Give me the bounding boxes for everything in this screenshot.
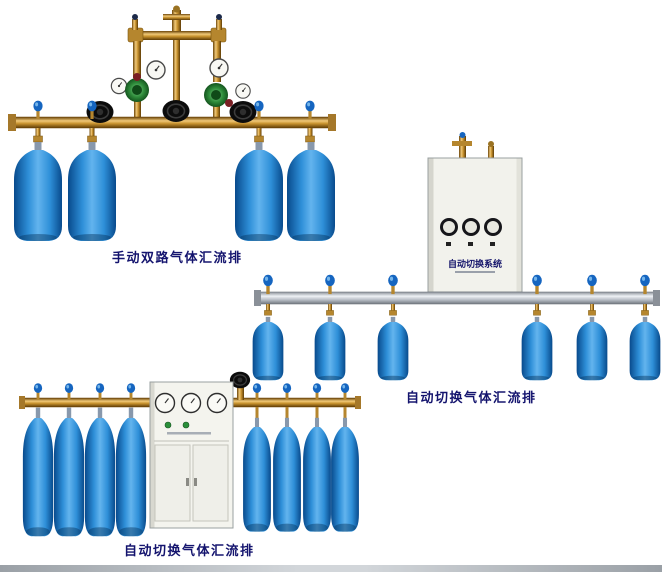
gas-cylinder [243, 417, 271, 532]
right-cylinder-bank [243, 383, 359, 532]
cylinder-valve-icon [312, 383, 322, 400]
gas-cylinder [84, 407, 116, 537]
gas-cylinder [521, 316, 553, 381]
auto-switch-manifold-illustration: 自动切换系统 [252, 132, 661, 381]
pressure-gauge-icon [146, 60, 166, 80]
cylinder-coupling [389, 303, 397, 316]
caption-auto-switch-right: 自动切换气体汇流排 [406, 391, 537, 406]
figure-manual-dual-manifold [0, 0, 345, 265]
gas-cylinder [53, 407, 85, 537]
floor-control-cabinet [149, 381, 234, 529]
pressure-regulator-left [110, 60, 166, 118]
cylinder-valve-icon [254, 100, 264, 119]
indicator-light [164, 421, 172, 429]
caption-auto-switch-bottom: 自动切换气体汇流排 [124, 544, 255, 559]
cylinder-valve-icon [532, 274, 542, 295]
riser-pipe [237, 382, 244, 400]
indicator-light [182, 421, 190, 429]
auto-switch-floor-illustration [19, 371, 361, 537]
gas-cylinder [14, 142, 62, 241]
manifold-busbar-pipe [254, 290, 660, 306]
cylinder-valve-icon [64, 383, 74, 400]
pressure-gauge-icon [209, 58, 229, 78]
door-handle [194, 478, 197, 486]
door-handle [186, 478, 189, 486]
figure-auto-switch-manifold: 自动切换系统 [250, 130, 662, 405]
caption-manual-dual: 手动双路气体汇流排 [112, 251, 243, 266]
valve-handwheel-icon [228, 100, 258, 124]
cabinet-label: 自动切换系统 [448, 258, 502, 270]
pressure-gauge-icon [110, 77, 128, 95]
gas-cylinder [68, 142, 116, 241]
cabinet-door [154, 444, 191, 522]
gas-cylinder [331, 417, 359, 532]
cylinder-coupling [87, 127, 97, 143]
cylinder-valve-icon [95, 383, 105, 400]
cylinder-coupling [264, 303, 272, 316]
cabinet-gauges [440, 218, 502, 236]
gas-cylinder [273, 417, 301, 532]
cylinder-valve-icon [305, 100, 315, 119]
cylinder-coupling [533, 303, 541, 316]
cylinder-valve-icon [340, 383, 350, 400]
page-bottom-border [0, 565, 662, 572]
cylinder-coupling [326, 303, 334, 316]
cylinder-coupling [641, 303, 649, 316]
gas-cylinder [303, 417, 331, 532]
control-cabinet: 自动切换系统 [427, 132, 523, 293]
cylinder-valve-icon [325, 274, 335, 295]
gas-cylinder [115, 407, 147, 537]
gas-cylinder [629, 316, 661, 381]
cylinder-valve-icon [33, 383, 43, 400]
pressure-gauge-icon [235, 83, 251, 99]
gas-cylinder [377, 316, 409, 381]
manual-dual-manifold-illustration [8, 5, 336, 241]
cylinder-valve-icon [263, 274, 273, 295]
cylinder-valve-icon [640, 274, 650, 295]
figure-auto-switch-floor-cabinet [15, 370, 365, 560]
cylinder-valve-icon [33, 100, 43, 119]
cylinder-valve-icon [252, 383, 262, 400]
gas-cylinder [576, 316, 608, 381]
cylinder-coupling [588, 303, 596, 316]
valve-handwheel-icon [161, 99, 191, 123]
pressure-regulator-right [204, 58, 251, 118]
gas-cylinder [22, 407, 54, 537]
cylinder-valve-icon [282, 383, 292, 400]
cylinder-coupling [33, 127, 43, 143]
cylinder-valve-icon [587, 274, 597, 295]
cylinder-valve-icon [126, 383, 136, 400]
cabinet-door [192, 444, 229, 522]
cylinder-valve-icon [388, 274, 398, 295]
cabinet-gauges [154, 392, 228, 414]
